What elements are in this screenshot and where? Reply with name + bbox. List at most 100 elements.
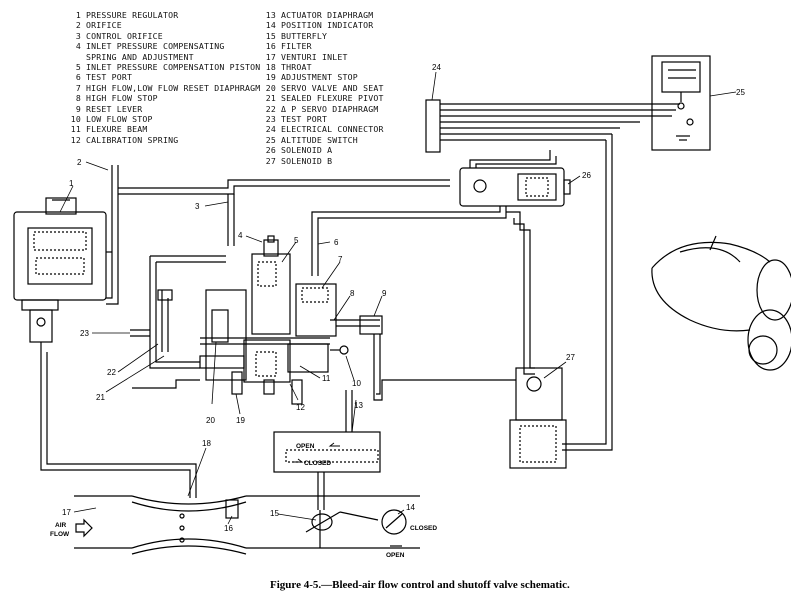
legend-number: 9 xyxy=(75,103,81,114)
callout-22: 22 xyxy=(107,368,116,377)
legend-number: 26 xyxy=(265,145,276,156)
callout-10: 10 xyxy=(352,379,361,388)
leader-lines xyxy=(59,71,737,525)
callout-20: 20 xyxy=(206,416,215,425)
legend-text: THROAT xyxy=(281,62,312,73)
legend-number: 21 xyxy=(265,93,276,104)
callout-8: 8 xyxy=(350,289,355,298)
label-open: OPEN xyxy=(296,443,315,450)
callout-17: 17 xyxy=(62,508,71,517)
legend-text: LOW FLOW STOP xyxy=(86,114,153,125)
callout-16: 16 xyxy=(224,524,233,533)
callout-1: 1 xyxy=(69,179,74,188)
solenoid-b xyxy=(509,367,567,469)
legend-item: 15 BUTTERFLY xyxy=(263,31,384,41)
callout-11: 11 xyxy=(322,374,331,383)
legend-text: TEST PORT xyxy=(281,114,328,125)
callout-25: 25 xyxy=(736,88,745,97)
legend-text: HIGH FLOW STOP xyxy=(86,93,158,104)
legend-number: 6 xyxy=(75,72,81,83)
callout-21: 21 xyxy=(96,393,105,402)
legend-number: 19 xyxy=(265,72,276,83)
callout-12: 12 xyxy=(296,403,305,412)
legend-text: TEST PORT xyxy=(86,72,133,83)
legend-number: 10 xyxy=(70,114,81,125)
supply-lines xyxy=(40,165,450,498)
figure-caption: Figure 4-5.—Bleed-air flow control and s… xyxy=(270,579,570,591)
legend-number: 15 xyxy=(265,30,276,41)
label-closed-right: CLOSED xyxy=(410,525,437,532)
legend-text: BUTTERFLY xyxy=(281,30,328,41)
label-air: AIR xyxy=(55,522,67,529)
legend-number: 20 xyxy=(265,82,276,93)
venturi-duct xyxy=(74,495,420,555)
legend-number: 7 xyxy=(75,82,81,93)
legend-item: 18 THROAT xyxy=(263,62,384,72)
callout-27: 27 xyxy=(566,353,575,362)
legend-number: 11 xyxy=(70,124,81,135)
legend-item: 16 FILTER xyxy=(263,41,384,51)
legend-text: SERVO VALVE AND SEAT xyxy=(281,82,384,93)
legend-text: INLET PRESSURE COMPENSATION PISTON xyxy=(86,62,261,73)
callout-2: 2 xyxy=(77,158,82,167)
legend-text: Δ P SERVO DIAPHRAGM xyxy=(281,103,379,114)
legend-item: 19 ADJUSTMENT STOP xyxy=(263,72,384,82)
legend-text: ACTUATOR DIAPHRAGM xyxy=(281,10,374,20)
actuator xyxy=(273,431,381,510)
legend-item: 6 TEST PORT xyxy=(68,72,260,82)
legend-number: 18 xyxy=(265,62,276,73)
legend-item: 10 LOW FLOW STOP xyxy=(68,114,260,124)
legend-text: ADJUSTMENT STOP xyxy=(281,72,358,83)
legend-text: SOLENOID B xyxy=(281,155,333,166)
callout-14: 14 xyxy=(406,503,415,512)
control-body xyxy=(130,235,383,405)
legend-item: 23 TEST PORT xyxy=(263,114,384,124)
legend-item: 7 HIGH FLOW,LOW FLOW RESET DIAPHRAGM xyxy=(68,83,260,93)
legend-number: 23 xyxy=(265,114,276,125)
label-flow: FLOW xyxy=(50,531,70,538)
callout-7: 7 xyxy=(338,255,343,264)
legend-text: ELECTRICAL CONNECTOR xyxy=(281,124,384,135)
legend-text: SEALED FLEXURE PIVOT xyxy=(281,93,384,104)
solenoid-a xyxy=(311,150,571,375)
altitude-switch xyxy=(651,55,711,151)
legend-number: 17 xyxy=(265,51,276,62)
legend-text: POSITION INDICATOR xyxy=(281,20,374,31)
callout-19: 19 xyxy=(236,416,245,425)
legend-text: HIGH FLOW,LOW FLOW RESET DIAPHRAGM xyxy=(86,82,261,93)
callout-5: 5 xyxy=(294,236,299,245)
legend-number: 16 xyxy=(265,41,276,52)
legend-item: 20 SERVO VALVE AND SEAT xyxy=(263,83,384,93)
callout-4: 4 xyxy=(238,231,243,240)
label-open-bottom: OPEN xyxy=(386,552,405,559)
callout-6: 6 xyxy=(334,238,339,247)
callout-3: 3 xyxy=(195,202,200,211)
label-closed: CLOSED xyxy=(304,460,331,467)
closed-arrow xyxy=(292,458,304,463)
actuator-line xyxy=(345,334,516,432)
callout-13: 13 xyxy=(354,401,363,410)
callout-26: 26 xyxy=(582,171,591,180)
legend-text: CONTROL ORIFICE xyxy=(86,30,163,41)
legend-text: INLET PRESSURE COMPENSATING xyxy=(86,41,225,52)
callout-9: 9 xyxy=(382,289,387,298)
legend-number: 2 xyxy=(75,20,81,31)
callout-24: 24 xyxy=(432,63,441,72)
callout-18: 18 xyxy=(202,439,211,448)
legend-text: FILTER xyxy=(281,41,312,52)
legend-item: 21 SEALED FLEXURE PIVOT xyxy=(263,93,384,103)
